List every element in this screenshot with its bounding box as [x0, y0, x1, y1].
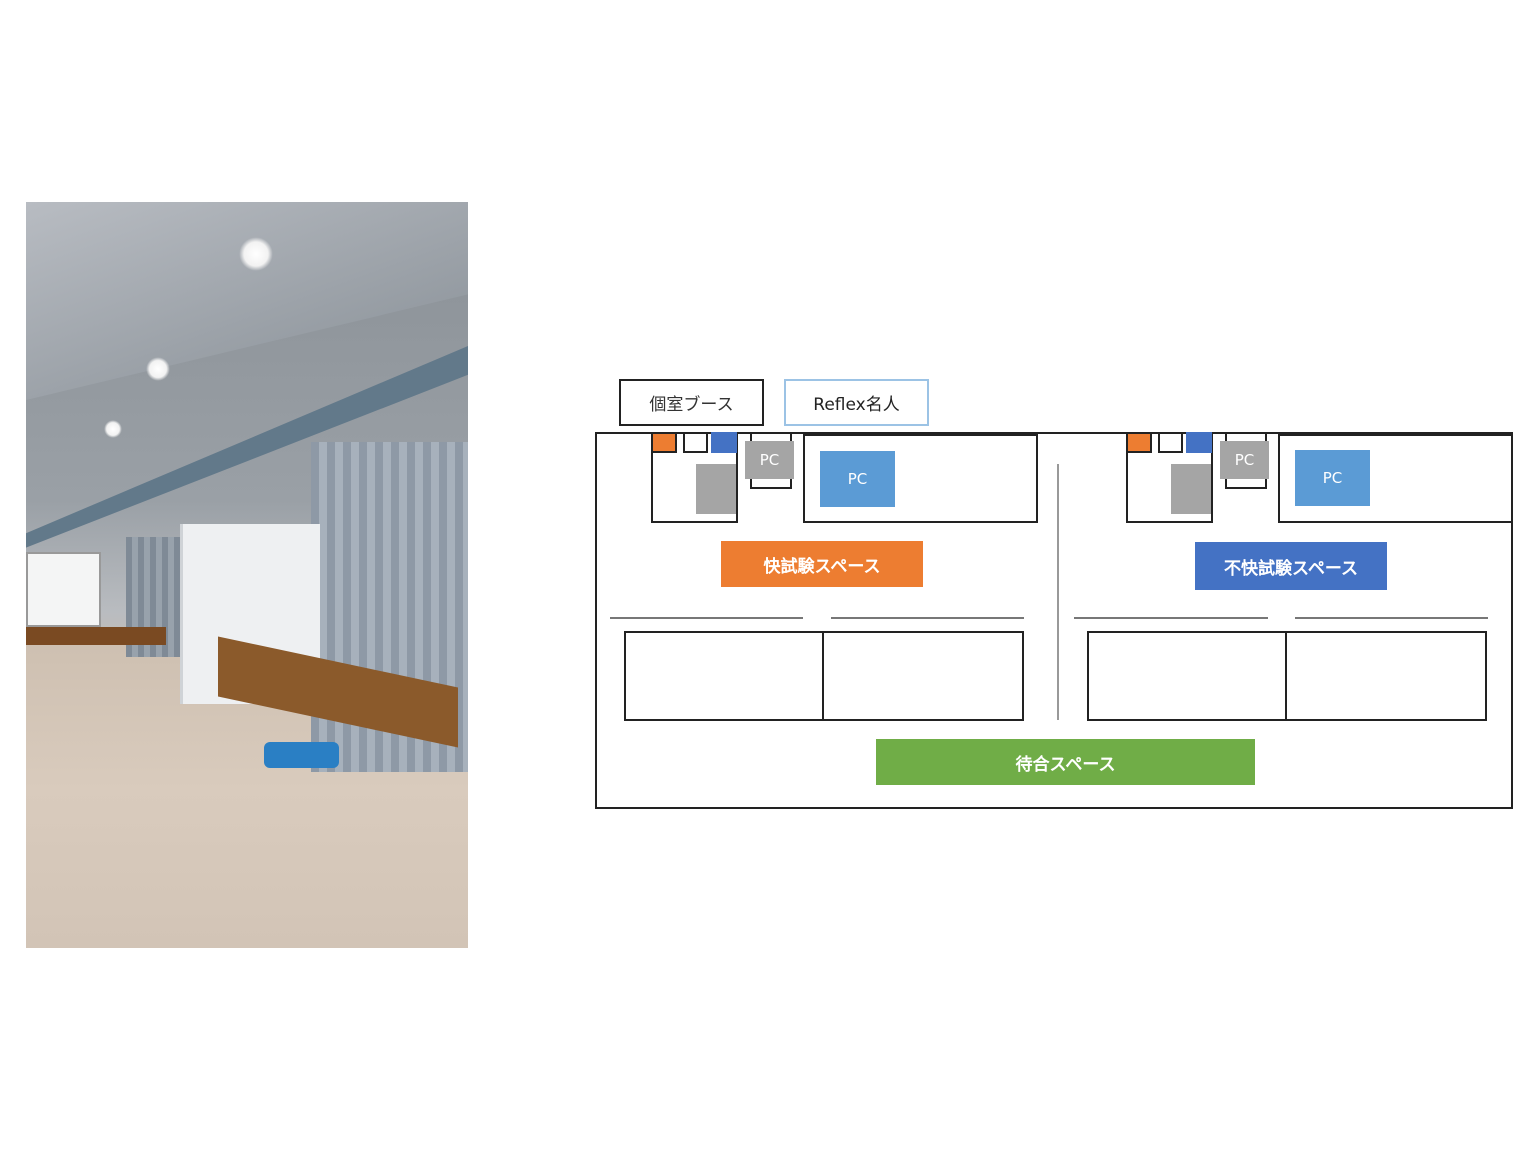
orange-marker	[1126, 432, 1152, 453]
center-partition	[1057, 464, 1059, 720]
white-marker	[1158, 432, 1183, 453]
table	[822, 631, 1024, 721]
white-marker	[683, 432, 708, 453]
gray-device	[696, 464, 736, 514]
pc-small: PC	[745, 441, 794, 479]
legend-booth: 個室ブース	[619, 379, 764, 426]
table	[1285, 631, 1487, 721]
divider-line	[831, 617, 1024, 619]
table	[624, 631, 824, 721]
blue-marker	[711, 432, 737, 453]
ceiling-light	[104, 420, 122, 438]
ceiling-light	[146, 357, 170, 381]
comfort-test-space: 快試験スペース	[721, 541, 923, 587]
room-wall	[1511, 520, 1513, 809]
ceiling-light	[239, 237, 273, 271]
desk	[1278, 434, 1513, 523]
room-outline	[595, 432, 1513, 809]
desk	[26, 627, 166, 645]
orange-marker	[651, 432, 677, 453]
pc-large: PC	[820, 451, 895, 507]
table	[1087, 631, 1287, 721]
chair	[264, 742, 339, 768]
pc-small: PC	[1220, 441, 1269, 479]
divider-line	[610, 617, 803, 619]
discomfort-test-space: 不快試験スペース	[1195, 542, 1387, 590]
whiteboard	[26, 552, 101, 627]
legend-reflex: Reflex名人	[784, 379, 929, 426]
divider-line	[1295, 617, 1488, 619]
room-photo	[26, 202, 468, 948]
blue-marker	[1186, 432, 1212, 453]
divider-line	[1074, 617, 1268, 619]
gray-device	[1171, 464, 1211, 514]
pc-large: PC	[1295, 450, 1370, 506]
waiting-space: 待合スペース	[876, 739, 1255, 785]
